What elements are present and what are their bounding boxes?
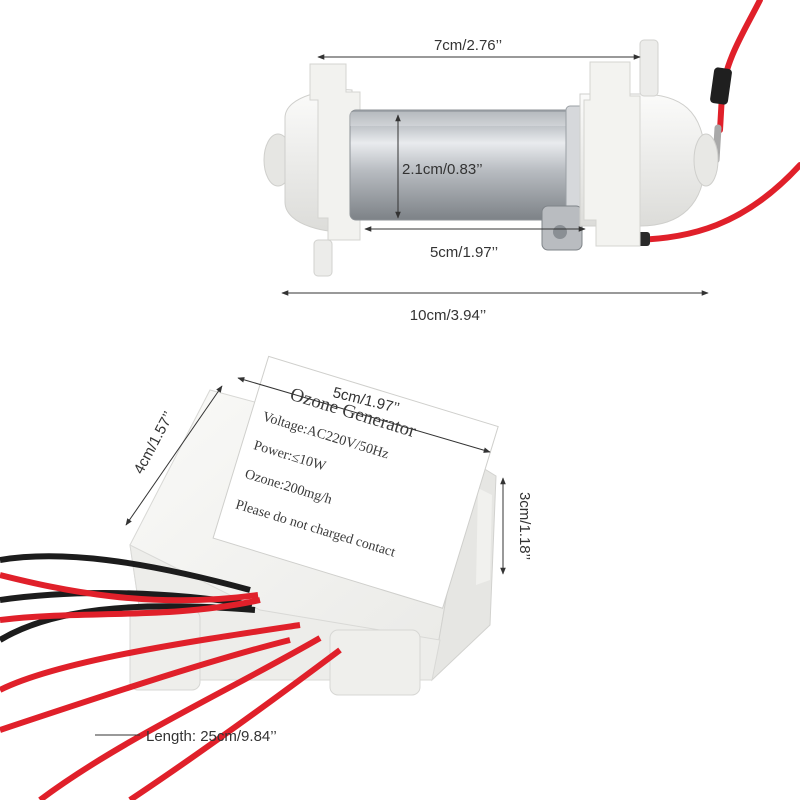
box-height-label: 3cm/1.18’’ — [516, 492, 533, 560]
tube-length-label: 7cm/2.76’’ — [434, 37, 502, 54]
tube-dimensions: 7cm/2.76’’ 2.1cm/0.83’’ 5cm/1.97’’ 10cm/… — [281, 37, 709, 324]
lead-wires — [0, 553, 342, 800]
total-length-label: 10cm/3.94’’ — [410, 307, 486, 324]
wire-length-label: Length: 25cm/9.84’’ — [146, 728, 277, 745]
tube-diameter-label: 2.1cm/0.83’’ — [402, 161, 483, 178]
electrode-length-label: 5cm/1.97’’ — [430, 244, 498, 261]
ozone-tube — [263, 0, 800, 277]
